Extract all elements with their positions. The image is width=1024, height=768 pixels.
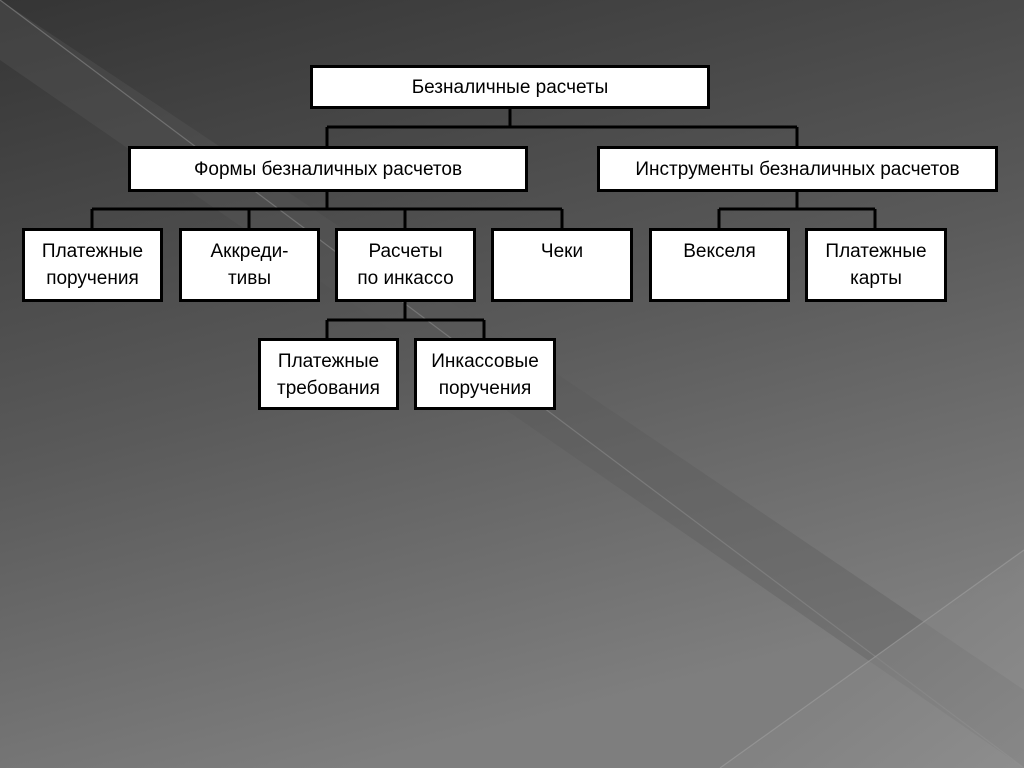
node-payment-requests-label: Платежные требования xyxy=(277,351,380,399)
node-collection-label: Расчеты по инкассо xyxy=(357,241,454,289)
node-collection: Расчеты по инкассо xyxy=(335,228,476,302)
node-forms: Формы безналичных расчетов xyxy=(128,146,528,192)
node-letters-of-credit-label: Аккреди- тивы xyxy=(210,241,289,289)
node-root: Безналичные расчеты xyxy=(310,65,710,109)
node-payment-cards: Платежные карты xyxy=(805,228,947,302)
node-cheques-label: Чеки xyxy=(540,241,584,262)
node-payment-requests: Платежные требования xyxy=(258,338,399,410)
node-bills-of-exchange-label: Векселя xyxy=(683,241,756,262)
node-instruments: Инструменты безналичных расчетов xyxy=(597,146,998,192)
node-root-label: Безналичные расчеты xyxy=(411,76,609,98)
background-corner-line xyxy=(719,549,1024,768)
node-bills-of-exchange: Векселя xyxy=(649,228,790,302)
node-payment-orders-label: Платежные поручения xyxy=(41,241,144,289)
node-payment-orders: Платежные поручения xyxy=(22,228,163,302)
node-collection-orders: Инкассовые поручения xyxy=(414,338,556,410)
node-payment-cards-label: Платежные карты xyxy=(825,241,927,289)
node-instruments-label: Инструменты безналичных расчетов xyxy=(635,158,960,180)
node-collection-orders-label: Инкассовые поручения xyxy=(431,351,539,399)
node-cheques: Чеки xyxy=(491,228,633,302)
node-letters-of-credit: Аккреди- тивы xyxy=(179,228,320,302)
node-forms-label: Формы безналичных расчетов xyxy=(193,158,463,180)
